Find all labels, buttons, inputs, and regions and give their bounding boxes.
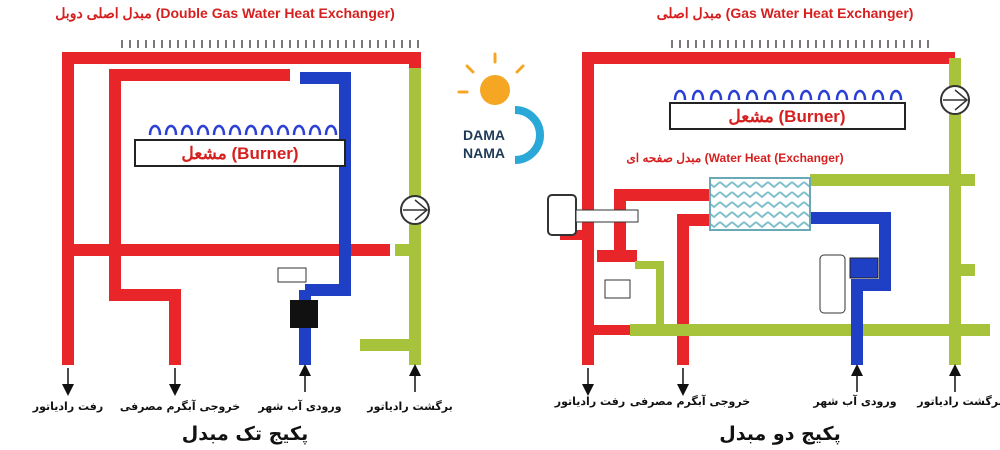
- right-burner-box: [669, 102, 906, 130]
- left-title: مبدل اصلی دوبل (Double Gas Water Heat Ex…: [55, 5, 395, 22]
- damanama-logo: DAMA NAMA: [457, 52, 544, 164]
- right-valve-body: [604, 279, 631, 299]
- left-return-pipe: [360, 68, 421, 365]
- left-hot-supply-pipe: [62, 52, 421, 365]
- right-hot-supply-pipe: [582, 52, 955, 365]
- right-return-pipe: [630, 58, 990, 365]
- logo-swirl-icon: [514, 106, 544, 164]
- right-sensor: [819, 254, 846, 314]
- right-package-title: پکیج دو مبدل: [719, 423, 840, 445]
- logo-sun-icon: [480, 75, 510, 105]
- right-hot-to-plate: [614, 189, 710, 250]
- left-sensor: [277, 267, 307, 283]
- left-exchanger-fins: [120, 40, 420, 48]
- right-outlet-3: ورودی آب شهر: [812, 394, 896, 408]
- left-outlet-1: رفت رادیاتور: [32, 400, 103, 413]
- left-outlet-2: خروجی آبگرم مصرفی: [120, 399, 240, 413]
- right-diverter-valve: [547, 194, 577, 236]
- left-outlet-3: ورودی آب شهر: [257, 399, 341, 413]
- logo-line2: NAMA: [463, 145, 505, 161]
- right-plate-exchanger: [709, 177, 811, 231]
- right-outlet-4: برگشت رادیاتور: [916, 395, 1000, 408]
- right-title: مبدل اصلی (Gas Water Heat Exchanger): [657, 5, 914, 21]
- left-burner-flames: [148, 124, 338, 136]
- right-outlet-1: رفت رادیاتور: [554, 395, 625, 408]
- right-plate-label: مبدل صفحه ای (Water Heat (Exchanger): [626, 151, 843, 165]
- left-dhw-pipe: [109, 69, 290, 365]
- left-valve: [290, 300, 318, 328]
- right-diagram: مبدل اصلی (Gas Water Heat Exchanger) مبد…: [547, 5, 1000, 445]
- left-burner-box: [134, 139, 346, 167]
- left-package-title: پکیج تک مبدل: [182, 423, 308, 445]
- right-burner-flames: [673, 89, 903, 101]
- left-diagram: مبدل اصلی دوبل (Double Gas Water Heat Ex…: [32, 5, 453, 445]
- right-outlet-2: خروجی آبگرم مصرفی: [630, 394, 750, 408]
- right-cold-pipe: [810, 212, 891, 365]
- logo-line1: DAMA: [463, 127, 505, 143]
- left-burner-label: مشعل (Burner): [181, 144, 298, 163]
- right-fins: [671, 40, 929, 48]
- left-outlet-4: برگشت رادیاتور: [366, 400, 452, 413]
- right-burner-label: مشعل (Burner): [728, 107, 845, 126]
- right-dhw-pipe: [677, 214, 710, 365]
- left-fins: [121, 40, 419, 48]
